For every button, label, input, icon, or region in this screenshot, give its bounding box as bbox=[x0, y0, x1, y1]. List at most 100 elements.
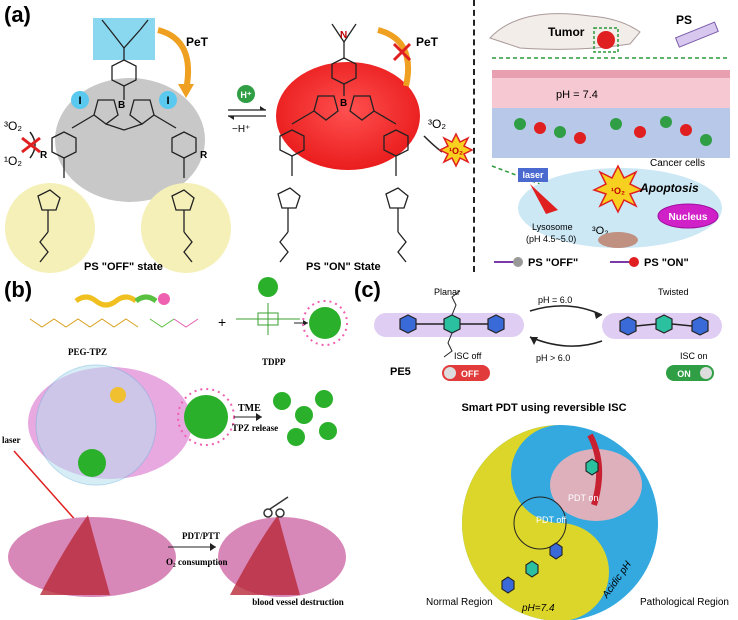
o2-lysosome-label: ³O₂ bbox=[592, 225, 609, 237]
laser-label-a: laser bbox=[522, 170, 544, 180]
o2-singlet-left: ¹O₂ bbox=[4, 154, 22, 168]
tumor-label: Tumor bbox=[548, 25, 585, 39]
tdpp-label: TDPP bbox=[262, 357, 286, 367]
legend-on-label: PS "ON" bbox=[644, 257, 689, 269]
o2-consumption-label: O₂ consumption bbox=[166, 557, 227, 567]
iodine-right-text: I bbox=[166, 95, 169, 107]
singlet-burst bbox=[438, 132, 474, 168]
burst-right-label: ¹O₂ bbox=[611, 186, 625, 196]
tdpp-structure bbox=[236, 303, 300, 335]
vessel-destruction-label: blood vessel destruction bbox=[252, 597, 344, 607]
nucleus bbox=[657, 203, 719, 229]
peg-shade-right bbox=[141, 183, 231, 273]
boron-label: B bbox=[118, 100, 125, 111]
r-label-right: R bbox=[200, 150, 208, 161]
iodine-left bbox=[71, 91, 89, 109]
ps-label: PS bbox=[676, 13, 692, 27]
normal-region-label: Normal Region bbox=[426, 597, 493, 608]
twisted-molecule bbox=[602, 313, 722, 339]
h-plus-label: H⁺ bbox=[240, 90, 251, 100]
blocked-cross-left bbox=[21, 136, 41, 154]
peg-tpz-label: PEG-TPZ bbox=[68, 347, 107, 357]
pe5-label: PE5 bbox=[390, 366, 411, 378]
ps-off-molecule: I I B R R PeT ³O₂ ¹O₂ PS "OFF" state bbox=[4, 18, 231, 273]
ps-on-particles bbox=[534, 122, 692, 144]
protonated-n: N bbox=[340, 30, 347, 41]
panel-c: (c) Planar Twisted PE5 ISC off OFF pH = … bbox=[350, 275, 738, 620]
isc-off-label: ISC off bbox=[454, 351, 482, 361]
isc-on-label: ISC on bbox=[680, 351, 708, 361]
released-particles bbox=[273, 390, 337, 446]
pet-right-label: PeT bbox=[416, 35, 439, 49]
pet-arrow-left bbox=[157, 27, 192, 91]
boron-label-on: B bbox=[340, 98, 347, 109]
panel-c-label: (c) bbox=[354, 277, 381, 302]
state-off-label: PS "OFF" state bbox=[84, 261, 163, 273]
o2-triplet-right: ³O₂ bbox=[428, 117, 446, 131]
panel-a-divider bbox=[473, 0, 475, 272]
planar-molecule bbox=[374, 290, 524, 358]
mitochondria-icon bbox=[598, 232, 638, 248]
pet-left-label: PeT bbox=[186, 35, 209, 49]
tissue-band bbox=[492, 108, 730, 158]
lysosome-label: Lysosome bbox=[532, 222, 573, 232]
panel-a: (a) bbox=[0, 0, 738, 275]
smart-pdt-title: Smart PDT using reversible ISC bbox=[461, 402, 626, 414]
r-label-left: R bbox=[40, 150, 48, 161]
arrow-to-twisted bbox=[529, 305, 603, 316]
planar-label: Planar bbox=[434, 287, 460, 297]
toggle-off-text: OFF bbox=[461, 369, 479, 379]
laser-beam bbox=[530, 184, 558, 214]
ph-normal-label: pH=7.4 bbox=[521, 603, 555, 614]
peg-tpz-structure bbox=[29, 318, 199, 328]
singlet-burst-label: ¹O₂ bbox=[449, 146, 463, 156]
apoptosis-burst bbox=[592, 164, 644, 214]
pdt-on-label: PDT on bbox=[568, 493, 598, 503]
nanoparticle-tme bbox=[184, 395, 228, 439]
nanoparticle-product-icon bbox=[302, 300, 348, 346]
legend-off-label: PS "OFF" bbox=[528, 257, 578, 269]
syringe-icon bbox=[674, 21, 719, 48]
pdt-ptt-label: PDT/PTT bbox=[182, 531, 220, 541]
twisted-label: Twisted bbox=[658, 287, 689, 297]
tdpp-nanoparticle-icon bbox=[258, 277, 278, 297]
legend-off-icon bbox=[494, 257, 523, 267]
lysosome-ph-label: (pH 4.5~5.0) bbox=[526, 234, 576, 244]
tpz-release-label: TPZ release bbox=[232, 423, 278, 433]
pdt-off-label: PDT off bbox=[536, 515, 567, 525]
peg-chain-icon bbox=[74, 294, 138, 308]
arrow-to-planar bbox=[529, 336, 603, 347]
off-sphere bbox=[55, 78, 205, 202]
panel-a-label: (a) bbox=[4, 2, 31, 27]
laser-beam-b bbox=[13, 450, 79, 524]
tme-label: TME bbox=[238, 403, 261, 414]
apoptosis-label: Apoptosis bbox=[639, 181, 699, 195]
peg-shade-left bbox=[5, 183, 95, 273]
plus-sign: + bbox=[218, 314, 226, 330]
proton-particles bbox=[514, 116, 712, 146]
scissors-icon bbox=[263, 496, 289, 518]
pathological-region-label: Pathological Region bbox=[640, 597, 729, 608]
cancer-cells-label: Cancer cells bbox=[650, 158, 705, 169]
tumor-model: Tumor PS pH = 7.4 Cancer cells laser ¹O₂… bbox=[489, 13, 730, 269]
panel-b-label: (b) bbox=[4, 277, 33, 302]
ph-gt-label: pH > 6.0 bbox=[536, 353, 570, 363]
yin-yellow-half bbox=[462, 425, 609, 620]
laser-label-b: laser bbox=[2, 435, 21, 445]
ph-eq-label: pH = 6.0 bbox=[538, 295, 572, 305]
panel-c-illustration: Planar Twisted PE5 ISC off OFF pH = 6.0 … bbox=[374, 287, 729, 620]
minus-h-label: −H⁺ bbox=[232, 124, 250, 135]
panel-b-illustration: PEG-TPZ + TDPP TME TPZ release laser bbox=[2, 277, 348, 607]
toggle-on-text: ON bbox=[677, 369, 691, 379]
blocked-cross-right bbox=[392, 42, 412, 62]
yin-yang-diagram bbox=[462, 425, 658, 620]
o2-triplet-left: ³O₂ bbox=[4, 119, 22, 133]
ph-tissue-label: pH = 7.4 bbox=[556, 89, 598, 101]
equilibrium-arrows: H⁺ −H⁺ bbox=[228, 85, 266, 135]
legend-on-icon bbox=[610, 257, 639, 267]
nucleus-label: Nucleus bbox=[669, 212, 708, 223]
ps-on-molecule: N B PeT ³O₂ ¹O₂ PS "ON" State bbox=[276, 23, 474, 273]
iodine-right bbox=[159, 91, 177, 109]
state-on-label: PS "ON" State bbox=[306, 261, 381, 273]
tumor bbox=[597, 31, 615, 49]
